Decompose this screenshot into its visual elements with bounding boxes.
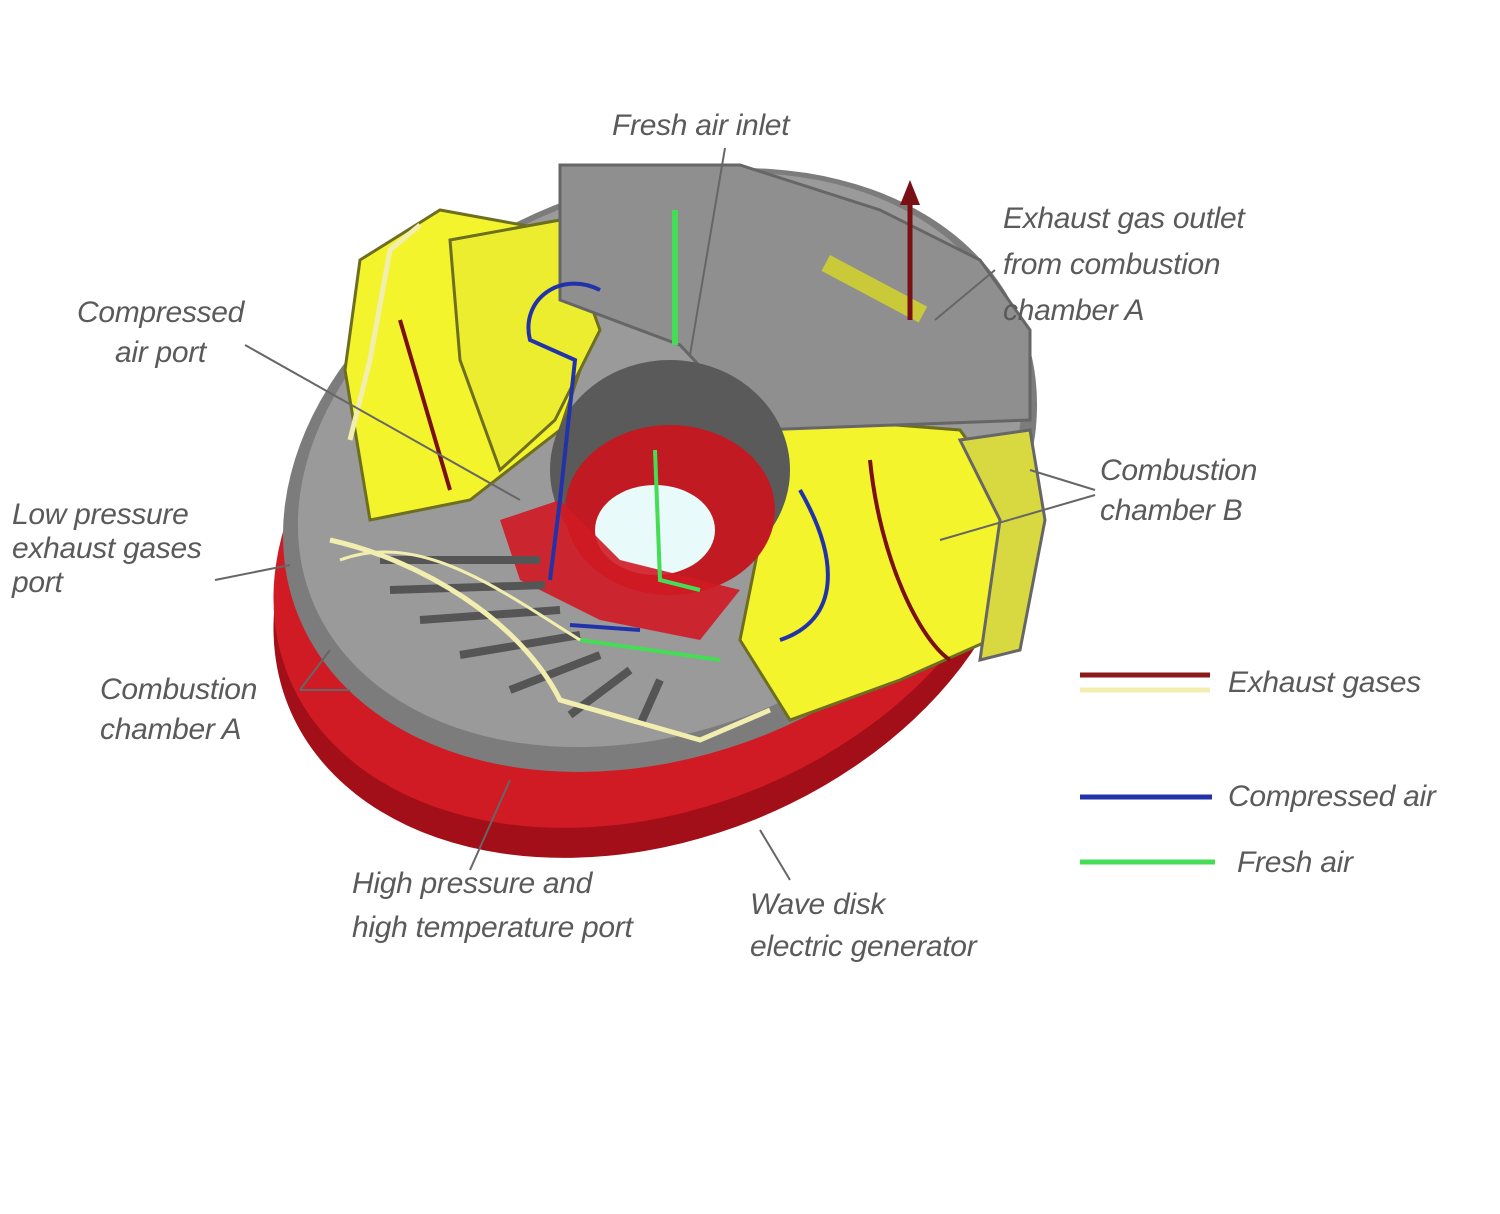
label-exhaust-gas-outlet: Exhaust gas outlet from combustion chamb…	[1003, 196, 1245, 334]
label-line: Compressed	[76, 296, 245, 329]
label-combustion-chamber-a: Combustion chamber A	[100, 670, 257, 750]
label-line: electric generator	[750, 930, 977, 963]
label-line: high temperature port	[352, 911, 633, 944]
label-line: port	[12, 566, 63, 599]
legend-label-compressed-air: Compressed air	[1228, 780, 1436, 813]
label-line: from combustion	[1003, 248, 1221, 281]
exhaust-arrow-head	[900, 180, 920, 205]
flow-arrows	[329, 190, 952, 743]
label-line: Combustion	[1100, 454, 1258, 487]
label-wave-disk-generator: Wave disk electric generator	[750, 884, 977, 968]
center-hub	[500, 360, 790, 640]
label-line: air port	[115, 336, 206, 369]
label-line: exhaust gases	[12, 532, 202, 565]
legend-label-fresh-air: Fresh air	[1237, 846, 1353, 879]
label-line: Low pressure	[12, 498, 189, 531]
label-fresh-air-inlet: Fresh air inlet	[612, 109, 790, 142]
label-line: Wave disk	[750, 888, 886, 921]
leader-lines	[214, 147, 1096, 881]
legend-swatches	[1080, 672, 1215, 865]
label-line: chamber B	[1100, 494, 1243, 527]
legend-label-exhaust-gases: Exhaust gases	[1228, 666, 1421, 699]
label-high-pressure-port: High pressure and high temperature port	[352, 862, 633, 950]
exhaust-slot	[821, 255, 928, 323]
label-line: chamber A	[1003, 294, 1145, 327]
label-combustion-chamber-b: Combustion chamber B	[1100, 451, 1257, 531]
label-line: Combustion	[100, 673, 258, 706]
label-compressed-air-port: Compressed air port	[58, 293, 263, 373]
label-low-pressure-port: Low pressure exhaust gases port	[12, 498, 202, 600]
label-line: Exhaust gas outlet	[1003, 202, 1245, 235]
label-line: High pressure and	[352, 867, 593, 900]
label-line: chamber A	[100, 713, 242, 746]
